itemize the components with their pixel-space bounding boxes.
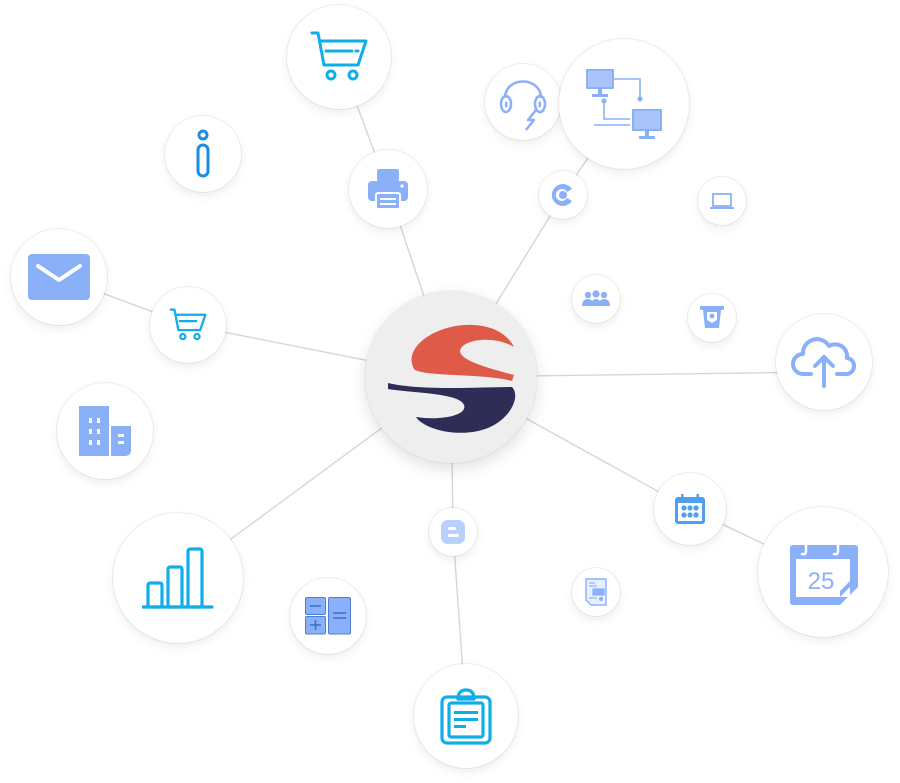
node-cart-small[interactable] xyxy=(150,287,226,363)
node-team[interactable] xyxy=(572,275,620,323)
printer-icon xyxy=(368,169,408,210)
calendar-icon xyxy=(675,494,705,524)
node-headset[interactable] xyxy=(485,64,561,140)
node-calculator[interactable] xyxy=(290,578,366,654)
node-blogger[interactable] xyxy=(429,508,477,556)
laptop-icon xyxy=(710,193,734,209)
node-info[interactable] xyxy=(165,116,241,192)
node-buildings[interactable] xyxy=(57,383,153,479)
node-network[interactable] xyxy=(559,39,689,169)
node-printer[interactable] xyxy=(349,150,427,228)
cloud-upload-icon xyxy=(791,337,857,388)
calendar-date-icon: 25 xyxy=(790,539,858,605)
node-atm[interactable] xyxy=(688,294,736,342)
node-cloud-upload[interactable] xyxy=(776,314,872,410)
buildings-icon xyxy=(79,406,131,456)
node-cart-large[interactable] xyxy=(287,5,391,109)
shopping-cart-icon xyxy=(310,31,368,81)
network-computers-icon xyxy=(586,69,662,139)
headset-icon xyxy=(499,80,547,131)
node-bar-chart[interactable] xyxy=(113,513,243,643)
node-mail[interactable] xyxy=(11,229,107,325)
node-c-logo[interactable] xyxy=(539,171,587,219)
team-icon xyxy=(582,290,610,306)
hub-brand-logo[interactable] xyxy=(365,291,537,463)
node-calendar-large[interactable]: 25 xyxy=(758,507,888,637)
node-invoice[interactable] xyxy=(572,568,620,616)
node-clipboard[interactable] xyxy=(414,664,518,768)
invoice-icon xyxy=(585,578,607,606)
brand-s-logo xyxy=(388,324,516,433)
calculator-icon xyxy=(305,597,351,635)
mail-icon xyxy=(28,254,90,300)
shopping-cart-icon xyxy=(169,308,207,341)
info-icon xyxy=(196,129,210,178)
node-calendar-small[interactable] xyxy=(654,473,726,545)
clipboard-icon xyxy=(440,688,492,745)
node-laptop[interactable] xyxy=(698,177,746,225)
c-logo-icon xyxy=(551,184,572,206)
calendar-date-label: 25 xyxy=(808,568,835,595)
blogger-icon xyxy=(441,520,465,544)
bar-chart-icon xyxy=(142,547,214,609)
atm-icon xyxy=(700,306,724,328)
